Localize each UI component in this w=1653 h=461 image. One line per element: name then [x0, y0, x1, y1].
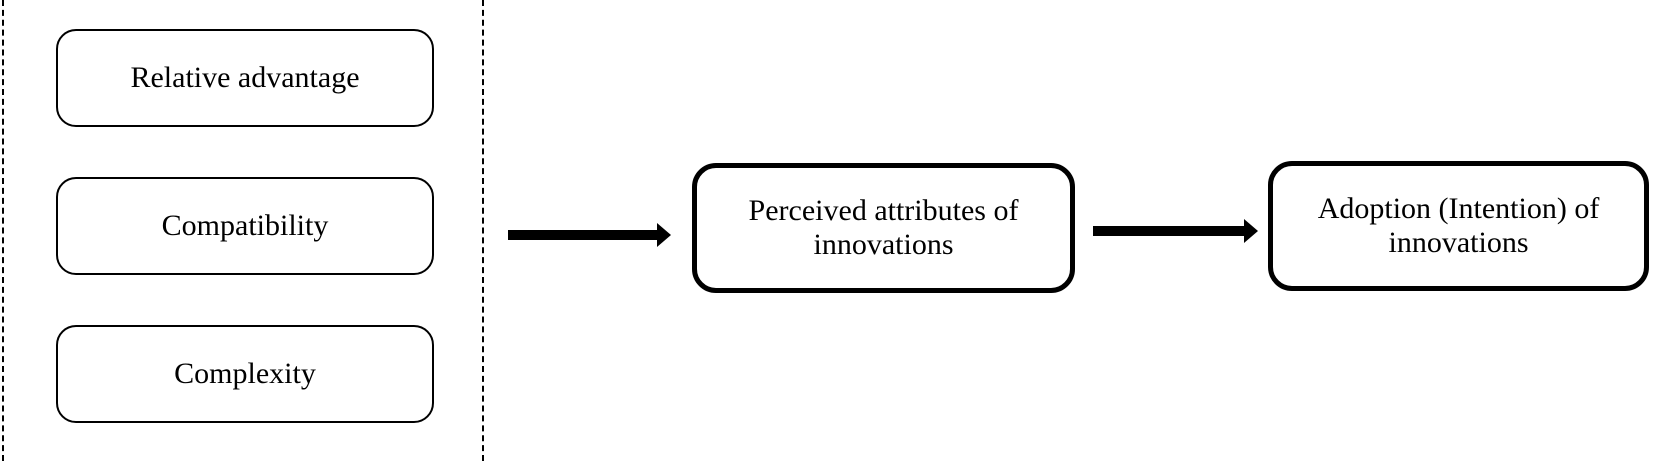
arrow-head-icon — [657, 223, 671, 247]
group-boundary-right-dashed-line — [482, 0, 484, 461]
adoption-intention-text: Adoption (Intention) of innovations — [1318, 192, 1600, 260]
factor-box-complexity: Complexity — [56, 325, 434, 423]
factor-label: Complexity — [174, 357, 316, 390]
factor-box-relative-advantage: Relative advantage — [56, 29, 434, 127]
arrow-shaft — [508, 230, 660, 240]
arrow-head-icon — [1244, 219, 1258, 243]
arrow-factors-to-perceived — [508, 215, 671, 255]
arrow-perceived-to-adoption — [1093, 211, 1258, 251]
adoption-intention-line1: Adoption (Intention) of — [1317, 192, 1600, 225]
factor-label: Compatibility — [161, 209, 329, 242]
factor-label: Relative advantage — [130, 61, 360, 94]
adoption-intention-box: Adoption (Intention) of innovations — [1268, 161, 1649, 291]
factor-box-compatibility: Compatibility — [56, 177, 434, 275]
perceived-attributes-text: Perceived attributes of innovations — [749, 194, 1019, 262]
perceived-attributes-line2: innovations — [813, 228, 954, 261]
group-boundary-left-dashed-line — [2, 0, 4, 461]
arrow-shaft — [1093, 226, 1247, 236]
perceived-attributes-line1: Perceived attributes of — [748, 194, 1019, 227]
perceived-attributes-box: Perceived attributes of innovations — [692, 163, 1075, 293]
adoption-intention-line2: innovations — [1388, 226, 1529, 259]
